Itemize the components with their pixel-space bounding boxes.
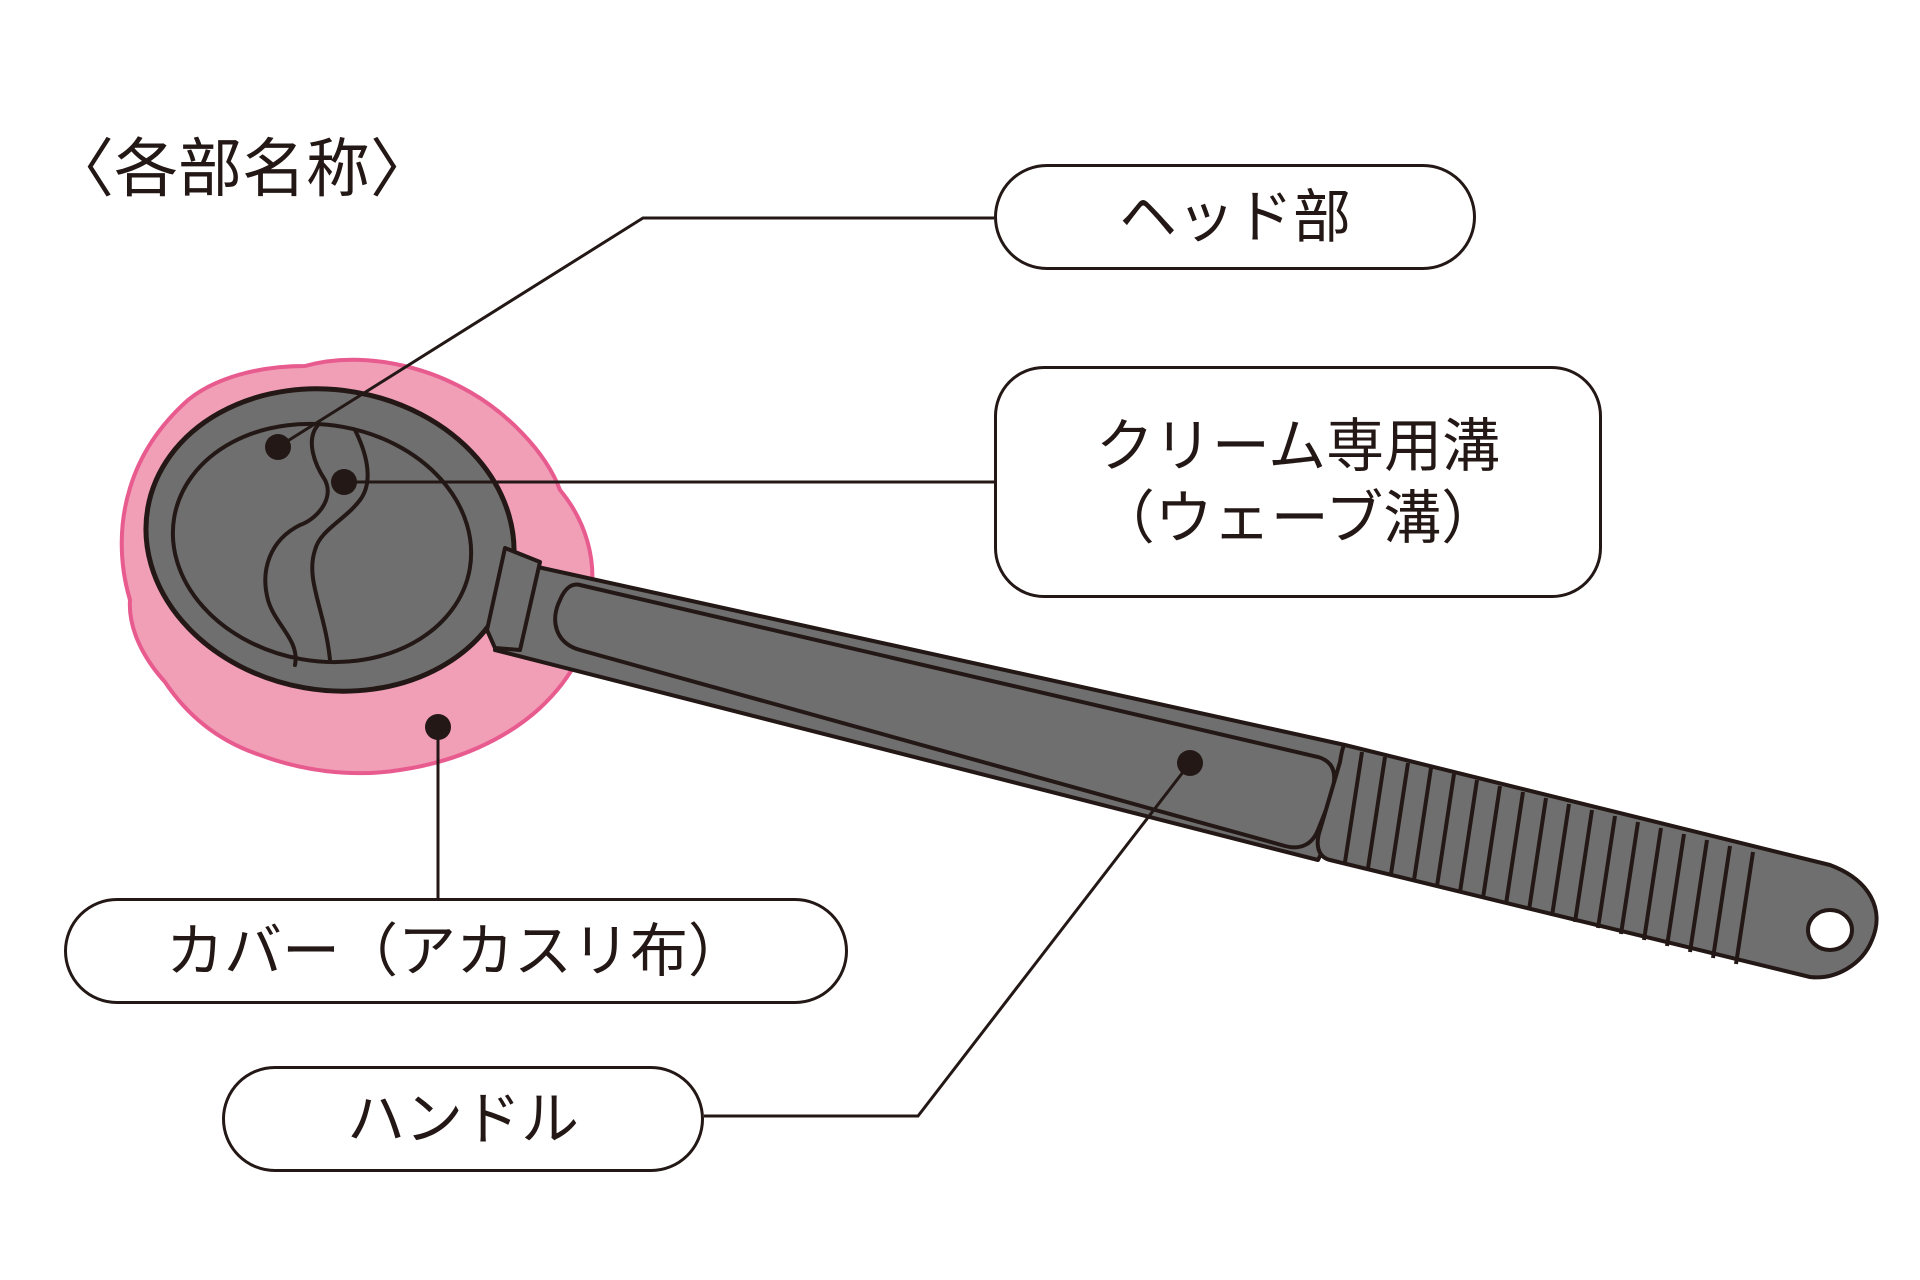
label-cover: カバー（アカスリ布） xyxy=(64,898,848,1004)
label-handle: ハンドル xyxy=(222,1066,704,1172)
leader-lines xyxy=(277,216,1192,1118)
label-cream-groove: クリーム専用溝 （ウェーブ溝） xyxy=(994,366,1602,598)
marker-head xyxy=(265,434,291,460)
handle-grip xyxy=(1315,743,1879,980)
label-handle-text: ハンドル xyxy=(346,1084,579,1153)
marker-groove xyxy=(331,469,357,495)
marker-cover xyxy=(425,714,451,740)
label-groove-line1: クリーム専用溝 xyxy=(1095,411,1501,480)
label-head-text: ヘッド部 xyxy=(1118,182,1351,251)
leader-head xyxy=(277,216,994,449)
label-head: ヘッド部 xyxy=(994,164,1476,270)
diagram-title: 〈各部名称〉 xyxy=(50,133,434,207)
wave-groove xyxy=(263,423,370,667)
marker-handle xyxy=(1177,750,1203,776)
leader-handle xyxy=(704,762,1192,1118)
grip-ridges xyxy=(1343,751,1755,965)
head-handle-joint xyxy=(485,546,542,652)
label-cover-text: カバー（アカスリ布） xyxy=(165,916,746,985)
hanging-hole xyxy=(1806,908,1854,952)
label-groove-line2: （ウェーブ溝） xyxy=(1096,484,1500,552)
